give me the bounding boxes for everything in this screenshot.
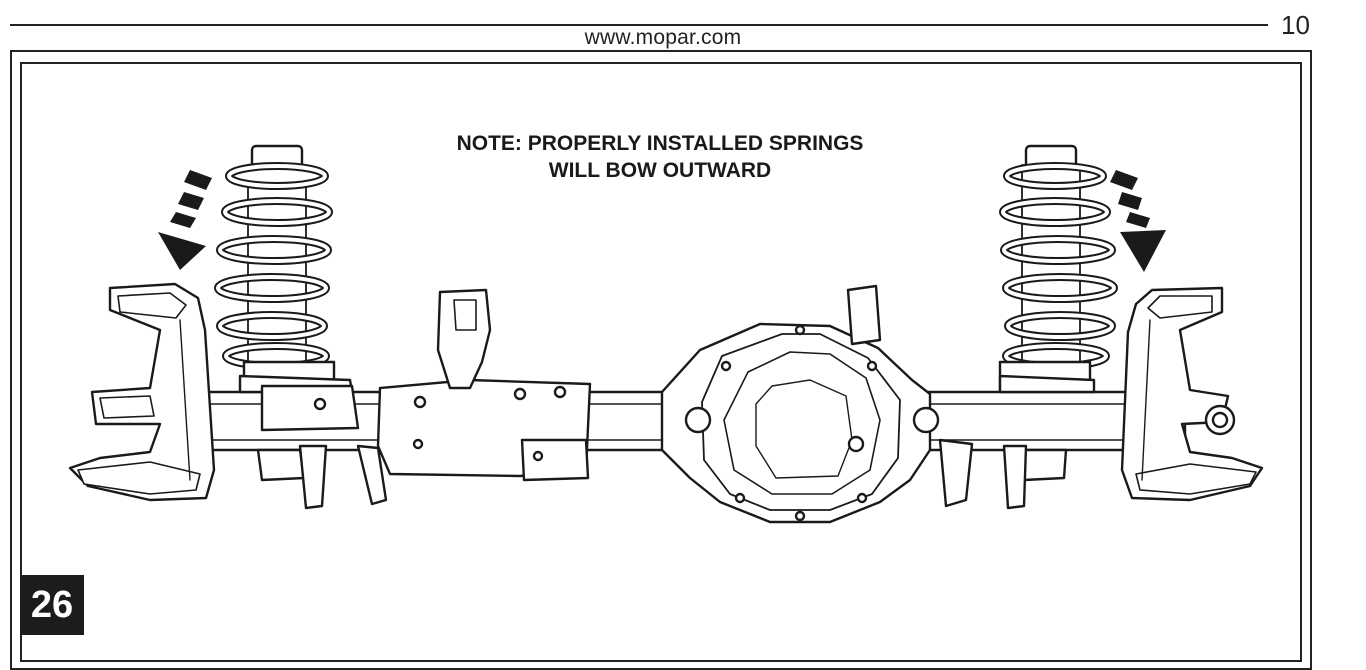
site-url: www.mopar.com xyxy=(584,26,742,49)
axle-housing-left xyxy=(260,288,592,506)
note-line-2: WILL BOW OUTWARD xyxy=(548,159,772,182)
left-down-arrows xyxy=(158,170,212,270)
left-steering-knuckle xyxy=(68,282,216,502)
step-number-badge: 26 xyxy=(20,575,84,635)
axle-spring-illustration xyxy=(68,144,1264,524)
right-steering-knuckle xyxy=(1120,286,1264,502)
right-down-arrows xyxy=(1110,170,1166,272)
left-coil-spring xyxy=(214,144,336,392)
page-number: 10 xyxy=(1281,10,1310,40)
differential-housing xyxy=(660,284,974,524)
header-rule xyxy=(10,24,1268,26)
note-line-1: NOTE: PROPERLY INSTALLED SPRINGS xyxy=(456,132,864,155)
installation-note: NOTE: PROPERLY INSTALLED SPRINGS WILL BO… xyxy=(430,130,890,184)
right-coil-spring xyxy=(998,144,1118,392)
